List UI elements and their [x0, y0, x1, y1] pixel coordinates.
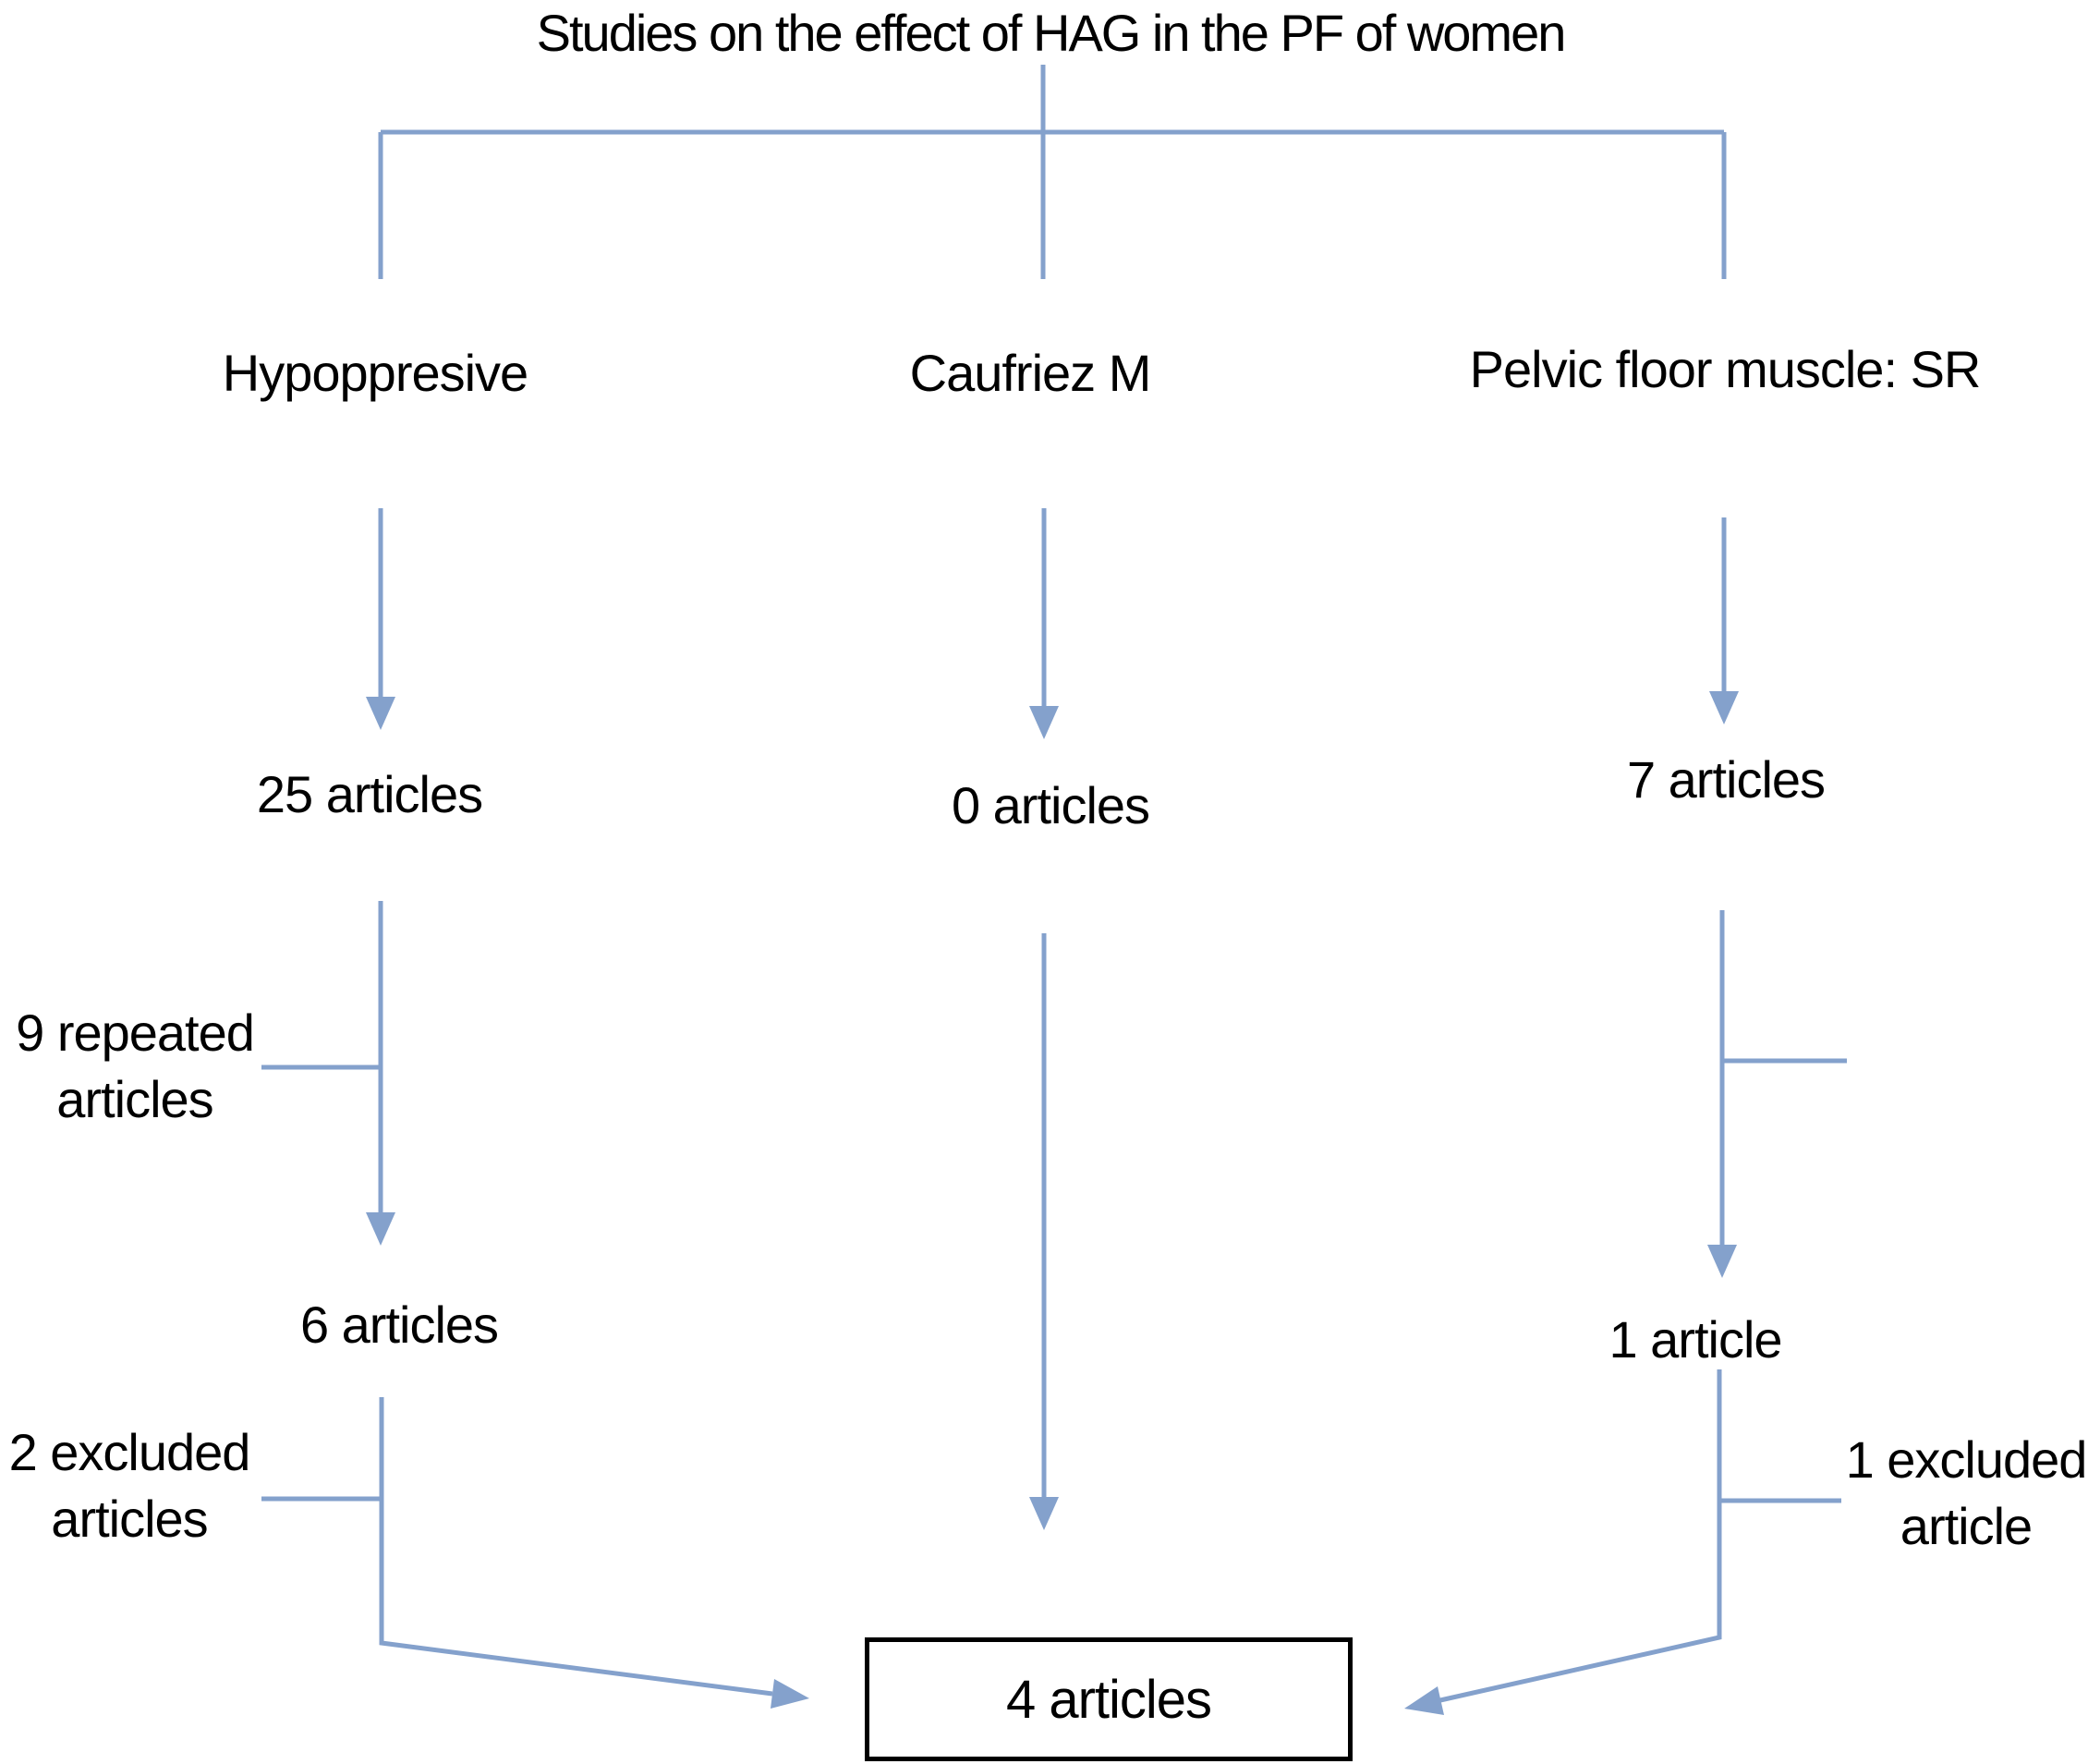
diagram-title: Studies on the effect of HAG in the PF o…	[536, 4, 1567, 62]
arrowhead-right-icon	[771, 1679, 809, 1709]
arrowhead-down-icon	[366, 1212, 395, 1246]
column-label-pelvic-floor: Pelvic floor muscle: SR	[1469, 340, 1982, 398]
column-label-hypoppresive: Hypoppresive	[222, 344, 528, 402]
arrowhead-down-icon	[366, 697, 395, 730]
count-caufriez: 0 articles	[951, 776, 1150, 834]
one-article-label: 1 article	[1608, 1310, 1782, 1369]
final-articles-box: 4 articles	[865, 1637, 1353, 1761]
arrow-caufriez-to-count	[1029, 508, 1059, 739]
column-label-caufriez: Caufriez M	[909, 344, 1152, 402]
arrowhead-down-icon	[1709, 691, 1739, 724]
arrowhead-left-icon	[1404, 1686, 1444, 1715]
excluded-articles-note-left: 2 excluded articles	[8, 1423, 251, 1548]
arrow-25-to-6-articles	[261, 901, 395, 1246]
six-articles-label: 6 articles	[299, 1296, 499, 1354]
repeated-articles-note: 9 repeated articles	[16, 1004, 255, 1128]
count-pelvic-floor: 7 articles	[1626, 750, 1826, 809]
count-hypoppresive: 25 articles	[256, 765, 483, 823]
elbow-shaft	[1439, 1369, 1722, 1703]
arrow-1-article-to-final	[1404, 1369, 1841, 1715]
top-split-connector	[378, 65, 1727, 279]
arrow-pelvic-to-count	[1709, 517, 1739, 724]
arrow-7-to-1-article	[1707, 910, 1847, 1278]
arrowhead-down-icon	[1707, 1245, 1737, 1278]
elbow-shaft	[379, 1397, 773, 1697]
arrowhead-down-icon	[1029, 706, 1059, 739]
arrow-0-articles-to-final	[1029, 933, 1059, 1530]
final-articles-label: 4 articles	[1005, 1669, 1212, 1730]
excluded-article-note-right: 1 excluded article	[1845, 1430, 2088, 1555]
arrow-hypoppresive-to-count	[366, 508, 395, 730]
arrow-6-articles-to-final	[261, 1397, 809, 1709]
arrowhead-down-icon	[1029, 1497, 1059, 1530]
